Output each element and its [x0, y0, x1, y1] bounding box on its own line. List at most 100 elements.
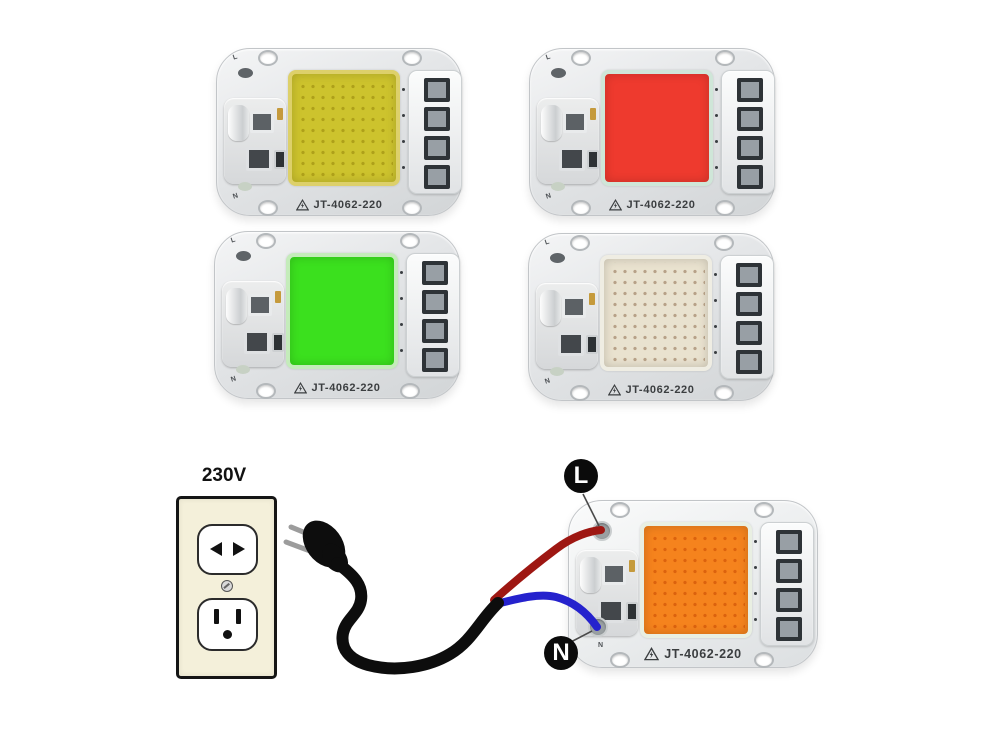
- driver-ic: [246, 147, 272, 171]
- warning-triangle-icon: [293, 382, 307, 394]
- wall-outlet: [176, 496, 277, 679]
- smd-component: [274, 150, 286, 169]
- solder-pad: [422, 261, 448, 285]
- voltage-label: 230V: [201, 465, 247, 486]
- live-terminal-pad: [550, 253, 565, 263]
- driver-ic: [602, 563, 626, 585]
- module-marking: JT-4062-220: [568, 647, 818, 661]
- warning-triangle-icon: [644, 647, 660, 661]
- outlet-slot-left: [214, 609, 219, 624]
- solder-pad: [424, 136, 450, 160]
- warning-triangle-icon: [295, 199, 309, 211]
- terminal-block: [760, 522, 814, 646]
- mounting-hole: [754, 652, 774, 668]
- neutral-badge: N: [544, 636, 578, 670]
- neutral-terminal-pad: [236, 365, 250, 374]
- solder-pad: [736, 321, 762, 345]
- power-cable: [331, 557, 504, 675]
- plug-prong: [283, 539, 313, 554]
- smd-component: [587, 150, 599, 169]
- mounting-hole: [715, 200, 735, 216]
- capacitor: [540, 290, 561, 326]
- driver-components: [537, 98, 599, 184]
- resistor: [589, 293, 595, 305]
- solder-pad: [737, 165, 763, 189]
- driver-ic: [250, 111, 274, 133]
- solder-pad: [422, 348, 448, 372]
- driver-components: [536, 283, 598, 369]
- solder-pad: [776, 588, 802, 612]
- live-solder-joint: [592, 521, 612, 541]
- cob-emitter: [640, 522, 752, 638]
- driver-ic: [563, 111, 587, 133]
- led-module-unlit: L N JT-4062-220: [528, 233, 774, 401]
- plug-body: [302, 520, 346, 568]
- solder-pad: [737, 78, 763, 102]
- mounting-hole: [610, 502, 630, 518]
- cob-emitter: [601, 70, 713, 186]
- outlet-slot-left: [210, 542, 222, 556]
- mounting-hole: [256, 233, 276, 249]
- outlet-slot-right: [236, 609, 241, 624]
- mounting-hole: [715, 50, 735, 66]
- mounting-hole: [258, 200, 278, 216]
- solder-pad: [422, 319, 448, 343]
- marking-text: JT-4062-220: [313, 199, 383, 211]
- cob-emitter: [600, 255, 712, 371]
- terminal-block: [721, 70, 775, 194]
- marking-text: JT-4062-220: [311, 382, 381, 394]
- solder-pad: [736, 292, 762, 316]
- mounting-hole: [610, 652, 630, 668]
- outlet-slot-right: [233, 542, 245, 556]
- driver-ic: [558, 332, 584, 356]
- plug-prong: [288, 524, 316, 539]
- marking-text: JT-4062-220: [625, 384, 695, 396]
- receptacle-bottom: [197, 598, 258, 651]
- neutral-terminal-pad: [550, 367, 564, 376]
- smd-component: [272, 333, 284, 352]
- marking-text: JT-4062-220: [664, 647, 742, 661]
- capacitor: [541, 105, 562, 141]
- solder-pad: [737, 107, 763, 131]
- driver-components: [222, 281, 284, 367]
- receptacle-top: [197, 524, 258, 575]
- ground-hole: [223, 630, 232, 639]
- mounting-hole: [714, 385, 734, 401]
- resistor: [590, 108, 596, 120]
- solder-pad: [736, 263, 762, 287]
- module-marking: JT-4062-220: [214, 382, 460, 394]
- neutral-terminal-pad: [551, 182, 565, 191]
- solder-pad: [424, 165, 450, 189]
- solder-pad: [424, 78, 450, 102]
- solder-pad: [737, 136, 763, 160]
- cob-emitter: [288, 70, 400, 186]
- solder-pad: [776, 559, 802, 583]
- mounting-hole: [571, 200, 591, 216]
- neutral-terminal-pad: [238, 182, 252, 191]
- led-dot-grid: [295, 77, 393, 179]
- resistor: [275, 291, 281, 303]
- live-terminal-pad: [238, 68, 253, 78]
- smd-component: [586, 335, 598, 354]
- mounting-hole: [402, 200, 422, 216]
- live-terminal-pad: [236, 251, 251, 261]
- solder-pad: [736, 350, 762, 374]
- terminal-block: [408, 70, 462, 194]
- driver-ic: [562, 296, 586, 318]
- resistor: [629, 560, 635, 572]
- mounting-hole: [754, 502, 774, 518]
- led-module-green: L N JT-4062-220: [214, 231, 460, 399]
- driver-ic: [244, 330, 270, 354]
- led-module-red: L N JT-4062-220: [529, 48, 775, 216]
- outlet-screw: [221, 580, 233, 592]
- solder-pad: [776, 617, 802, 641]
- capacitor: [226, 288, 247, 324]
- led-dot-grid: [607, 262, 705, 364]
- terminal-block: [720, 255, 774, 379]
- driver-ic: [248, 294, 272, 316]
- driver-components: [224, 98, 286, 184]
- cob-emitter: [286, 253, 398, 369]
- mounting-hole: [256, 383, 276, 399]
- silkscreen-neutral: N: [598, 642, 604, 649]
